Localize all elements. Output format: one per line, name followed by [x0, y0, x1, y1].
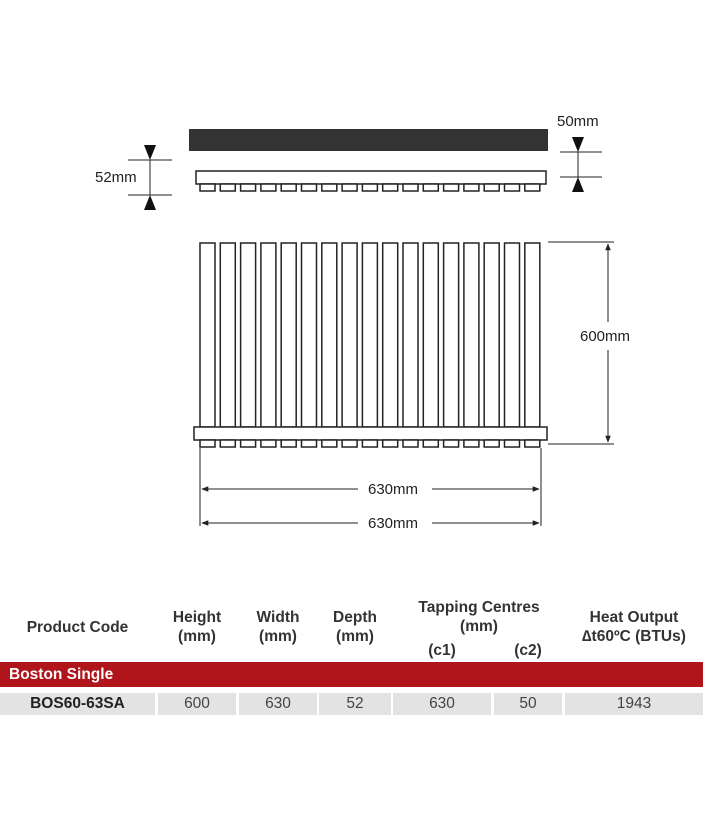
front-foot: [341, 439, 358, 448]
front-foot: [483, 439, 500, 448]
top-foot: [239, 183, 257, 192]
cell-depth: 52: [319, 693, 391, 715]
front-foot: [463, 439, 480, 448]
radiator-tube: [239, 242, 257, 428]
radiator-tube: [321, 242, 338, 428]
header-depth-unit: (mm): [336, 628, 374, 645]
top-foot: [300, 183, 318, 192]
cell-width: 630: [239, 693, 317, 715]
top-foot: [321, 183, 338, 192]
front-foot: [239, 439, 257, 448]
top-width-arrow-top: [572, 137, 584, 152]
top-foot: [361, 183, 379, 192]
header-width-unit: (mm): [259, 628, 297, 645]
front-view-tubes: [199, 242, 541, 428]
header-tapping-centres: Tapping Centres (mm): [393, 598, 565, 636]
header-height: Height (mm): [158, 592, 236, 662]
header-width: Width (mm): [239, 592, 317, 662]
top-foot: [503, 183, 521, 192]
radiator-tube: [280, 242, 297, 428]
header-width-title: Width: [256, 609, 300, 626]
header-height-unit: (mm): [178, 628, 216, 645]
radiator-tube: [402, 242, 419, 428]
cell-heat-output: 1943: [565, 693, 703, 715]
top-view-rail: [195, 170, 547, 185]
top-foot: [463, 183, 480, 192]
radiator-tube: [524, 242, 541, 428]
section-band: Boston Single: [0, 662, 703, 687]
height-label: 600mm: [580, 328, 630, 345]
radiator-tube: [260, 242, 277, 428]
front-foot: [219, 439, 237, 448]
front-foot: [442, 439, 460, 448]
header-height-title: Height: [172, 609, 222, 626]
radiator-tube: [341, 242, 358, 428]
front-foot: [524, 439, 541, 448]
header-depth: Depth (mm): [319, 592, 391, 662]
radiator-tube: [463, 242, 480, 428]
width-outer-label: 630mm: [368, 481, 418, 498]
top-view-bar: [189, 129, 548, 151]
radiator-tube: [219, 242, 237, 428]
front-foot: [280, 439, 297, 448]
front-foot: [321, 439, 338, 448]
header-product-code: Product Code: [26, 618, 129, 636]
front-foot: [300, 439, 318, 448]
front-foot: [260, 439, 277, 448]
radiator-diagram: 52mm 50mm 600mm 630mm 630mm: [95, 113, 630, 532]
top-foot: [280, 183, 297, 192]
radiator-tube: [483, 242, 500, 428]
depth-arrow-bottom: [144, 195, 156, 210]
top-width-label: 50mm: [557, 113, 599, 130]
front-foot: [422, 439, 440, 448]
radiator-tube: [381, 242, 399, 428]
radiator-tube: [442, 242, 460, 428]
top-foot: [260, 183, 277, 192]
top-foot: [402, 183, 419, 192]
top-foot: [524, 183, 541, 192]
top-foot: [483, 183, 500, 192]
front-foot: [199, 439, 216, 448]
width-inner-label: 630mm: [368, 515, 418, 532]
top-foot: [219, 183, 237, 192]
radiator-tube: [199, 242, 216, 428]
top-view-feet: [199, 183, 541, 192]
top-foot: [199, 183, 216, 192]
front-view-feet: [199, 439, 541, 448]
spec-table: Product Code Height (mm) Width (mm) Dept…: [0, 592, 703, 715]
top-width-arrow-bottom: [572, 177, 584, 192]
header-heat-output: Heat Output ∆t60ºC (BTUs): [565, 592, 703, 662]
header-tapping-unit: (mm): [460, 618, 498, 635]
radiator-tube: [503, 242, 521, 428]
front-foot: [402, 439, 419, 448]
header-heat-unit: ∆t60ºC (BTUs): [582, 628, 686, 645]
table-header: Product Code Height (mm) Width (mm) Dept…: [0, 592, 703, 662]
top-foot: [422, 183, 440, 192]
header-heat-title: Heat Output: [589, 609, 679, 626]
radiator-tube: [361, 242, 379, 428]
radiator-tube: [422, 242, 440, 428]
depth-arrow-top: [144, 145, 156, 160]
header-depth-title: Depth: [333, 609, 377, 626]
header-c1: (c1): [428, 642, 456, 659]
top-foot: [442, 183, 460, 192]
top-foot: [341, 183, 358, 192]
cell-height: 600: [158, 693, 236, 715]
top-foot: [381, 183, 399, 192]
header-tapping-title: Tapping Centres: [418, 599, 540, 616]
front-foot: [381, 439, 399, 448]
radiator-tube: [300, 242, 318, 428]
table-row: BOS60-63SA 600 630 52 630 50 1943: [0, 693, 703, 715]
front-foot: [361, 439, 379, 448]
front-foot: [503, 439, 521, 448]
header-c2: (c2): [514, 642, 542, 659]
front-view-rail: [193, 426, 548, 441]
cell-c1: 630: [393, 693, 491, 715]
cell-c2: 50: [494, 693, 562, 715]
cell-product-code: BOS60-63SA: [0, 693, 155, 715]
depth-label: 52mm: [95, 169, 137, 186]
